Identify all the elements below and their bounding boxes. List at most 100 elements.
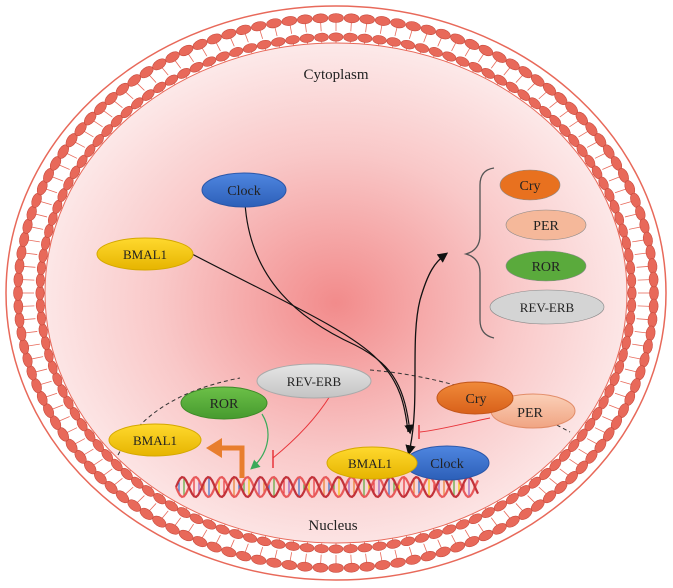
- legend-ellipse: [489, 289, 605, 325]
- lipid-head: [386, 539, 401, 549]
- legend-item-label: ROR: [532, 260, 561, 275]
- lipid-head: [420, 551, 436, 562]
- bmal1-bottom-label: BMAL1: [348, 456, 392, 471]
- lipid-head: [271, 37, 286, 47]
- bmal1-node-top: BMAL1: [96, 237, 194, 271]
- lipid-head: [450, 541, 466, 553]
- lipid-head: [328, 13, 344, 23]
- lipid-head: [328, 32, 344, 42]
- lipid-head: [405, 554, 421, 565]
- lipid-head: [312, 13, 329, 24]
- lipid-head: [374, 560, 391, 570]
- lipid-head: [414, 43, 430, 53]
- lipid-head: [221, 546, 237, 558]
- lipid-head: [229, 529, 244, 539]
- lipid-head: [428, 47, 443, 57]
- lipid-head: [281, 16, 298, 26]
- per-mid-label: PER: [517, 406, 543, 421]
- lipid-head: [271, 539, 286, 549]
- ror-node-mid: ROR: [180, 386, 268, 420]
- nucleus-label: Nucleus: [308, 518, 357, 534]
- lipid-head: [256, 39, 272, 50]
- lipid-head: [236, 551, 252, 562]
- cry-per-inhibition-line: [419, 417, 491, 433]
- bmal1-to-dna-line: [191, 253, 409, 433]
- lipid-head: [297, 561, 313, 572]
- lipid-head: [215, 51, 230, 62]
- lipid-head: [285, 541, 300, 551]
- lipid-head: [357, 33, 373, 43]
- lipid-head: [13, 285, 23, 301]
- lipid-head: [442, 524, 457, 535]
- lipid-head: [357, 543, 373, 553]
- cry-mid-label: Cry: [466, 392, 487, 407]
- lipid-head: [648, 271, 659, 288]
- lipid-head: [242, 43, 258, 53]
- lipid-head: [372, 35, 387, 45]
- membrane-lipid-heads: [13, 13, 659, 573]
- clock-bottom-label: Clock: [430, 457, 463, 472]
- lipid-head: [359, 14, 375, 25]
- clock-top-label: Clock: [227, 184, 260, 199]
- lipid-head: [386, 37, 401, 47]
- lipid-head: [343, 562, 360, 573]
- lipid-head: [202, 56, 217, 67]
- legend-bracket: [463, 167, 495, 339]
- lipid-head: [435, 28, 451, 40]
- lipid-head: [242, 533, 258, 543]
- export-arrow: [405, 252, 449, 456]
- lipid-head: [206, 33, 222, 45]
- legend-ellipse: [505, 250, 587, 282]
- lipid-head: [405, 21, 421, 32]
- lipid-head: [312, 562, 329, 573]
- lipid-head: [390, 557, 406, 568]
- lipid-head: [229, 47, 244, 57]
- lipid-head: [251, 21, 267, 32]
- rev-erb-node-mid: REV-ERB: [256, 363, 372, 399]
- lipid-head: [464, 536, 480, 548]
- lipid-head: [359, 561, 375, 572]
- legend-item-label: PER: [533, 219, 559, 234]
- legend-item-label: Cry: [520, 179, 541, 194]
- rev-erb-inhibition-line: [272, 395, 331, 459]
- bmal1-node-bottom: BMAL1: [326, 446, 418, 480]
- clock-node-bottom: Clock: [404, 445, 490, 481]
- lipid-head: [435, 546, 451, 558]
- legend-ellipse: [505, 209, 587, 241]
- lipid-head: [206, 541, 222, 553]
- lipid-head: [450, 33, 466, 45]
- lipid-head: [400, 536, 416, 547]
- lipid-head: [221, 28, 237, 40]
- lipid-head: [374, 16, 391, 26]
- lipid-head: [299, 33, 315, 43]
- lipid-head: [428, 529, 443, 539]
- lipid-head: [266, 557, 282, 568]
- lipid-head: [343, 544, 358, 554]
- lipid-head: [649, 285, 659, 301]
- lipid-head: [328, 544, 344, 554]
- transcription-arrow-icon: [220, 445, 245, 478]
- lipid-head: [285, 35, 300, 45]
- lipid-head: [627, 285, 637, 301]
- lipid-head: [414, 533, 430, 543]
- lipid-head: [343, 13, 360, 24]
- transcription-arrowhead-icon: [206, 438, 222, 458]
- lipid-head: [281, 560, 298, 570]
- lipid-head: [420, 24, 436, 35]
- cytoplasm-label: Cytoplasm: [303, 67, 368, 83]
- lipid-head: [328, 563, 344, 573]
- legend-item-per: PER: [505, 209, 587, 241]
- lipid-head: [400, 39, 416, 50]
- rev-erb-mid-label: REV-ERB: [287, 374, 342, 389]
- lipid-head: [251, 554, 267, 565]
- clock-node-top: Clock: [201, 172, 287, 208]
- lipid-head: [478, 529, 494, 542]
- lipid-head: [178, 44, 194, 57]
- bmal1-node-left: BMAL1: [108, 423, 202, 457]
- legend-item-rev-erb: REV-ERB: [489, 289, 605, 325]
- lipid-head: [266, 18, 282, 29]
- lipid-head: [372, 541, 387, 551]
- lipid-head: [192, 38, 208, 50]
